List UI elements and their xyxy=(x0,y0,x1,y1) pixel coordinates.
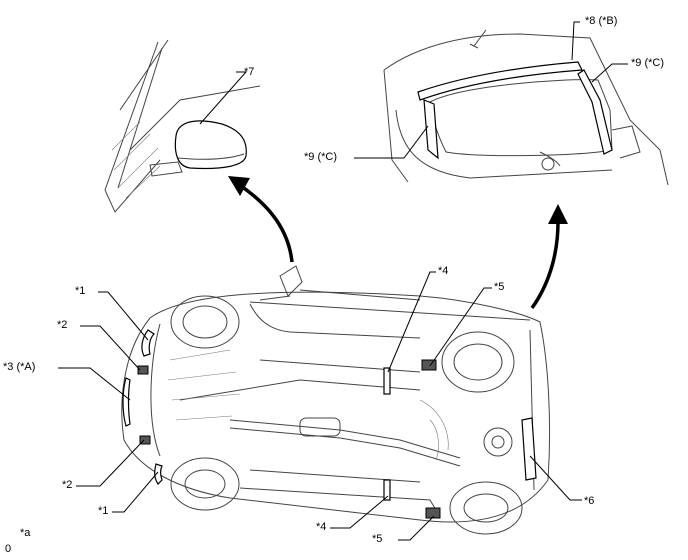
part-2-lower xyxy=(139,435,151,445)
callout-9-c-left: *9 (*C) xyxy=(304,151,338,163)
rear-spoiler xyxy=(417,61,583,101)
front-right-wheel xyxy=(170,457,240,511)
vehicle-underbody-view xyxy=(121,265,551,535)
callout-1-upper: *1 xyxy=(75,285,86,297)
callout-4-lower: *4 xyxy=(316,521,327,533)
part-5-upper xyxy=(421,359,437,371)
part-3 xyxy=(122,377,131,427)
part-4-upper xyxy=(383,367,391,395)
callout-8-b: *8 (*B) xyxy=(585,15,618,27)
callout-2-lower: *2 xyxy=(62,479,73,491)
part-1-lower xyxy=(154,463,163,485)
rear-right-wheel xyxy=(449,481,523,535)
back-door-view xyxy=(383,29,669,186)
outside-mirror-view xyxy=(104,39,261,213)
front-left-wheel xyxy=(170,295,240,349)
back-door-garnish-right xyxy=(577,69,613,155)
callout-a: *a xyxy=(20,527,31,539)
callout-1-lower: *1 xyxy=(98,505,109,517)
callout-2-upper: *2 xyxy=(57,319,68,331)
part-5-lower xyxy=(425,507,441,519)
callout-5-upper: *5 xyxy=(494,281,505,293)
callout-7: *7 xyxy=(244,66,255,78)
rear-left-wheel xyxy=(441,331,515,393)
callout-9-c-right: *9 (*C) xyxy=(631,57,665,69)
callout-6: *6 xyxy=(584,495,595,507)
arrow-to-back-door-view xyxy=(530,204,568,310)
part-2-upper xyxy=(137,365,149,375)
callout-4-upper: *4 xyxy=(438,265,449,277)
callout-5-lower: *5 xyxy=(372,533,383,545)
diagram-code: 0 xyxy=(5,543,12,555)
part-4-lower xyxy=(383,479,391,501)
back-door-garnish-left xyxy=(423,99,439,160)
part-1-upper xyxy=(141,329,155,357)
arrow-to-mirror-view xyxy=(228,176,294,263)
part-6 xyxy=(521,417,537,481)
outside-mirror xyxy=(174,120,247,170)
callout-3-a: *3 (*A) xyxy=(3,361,36,373)
leader-lines xyxy=(58,21,628,541)
